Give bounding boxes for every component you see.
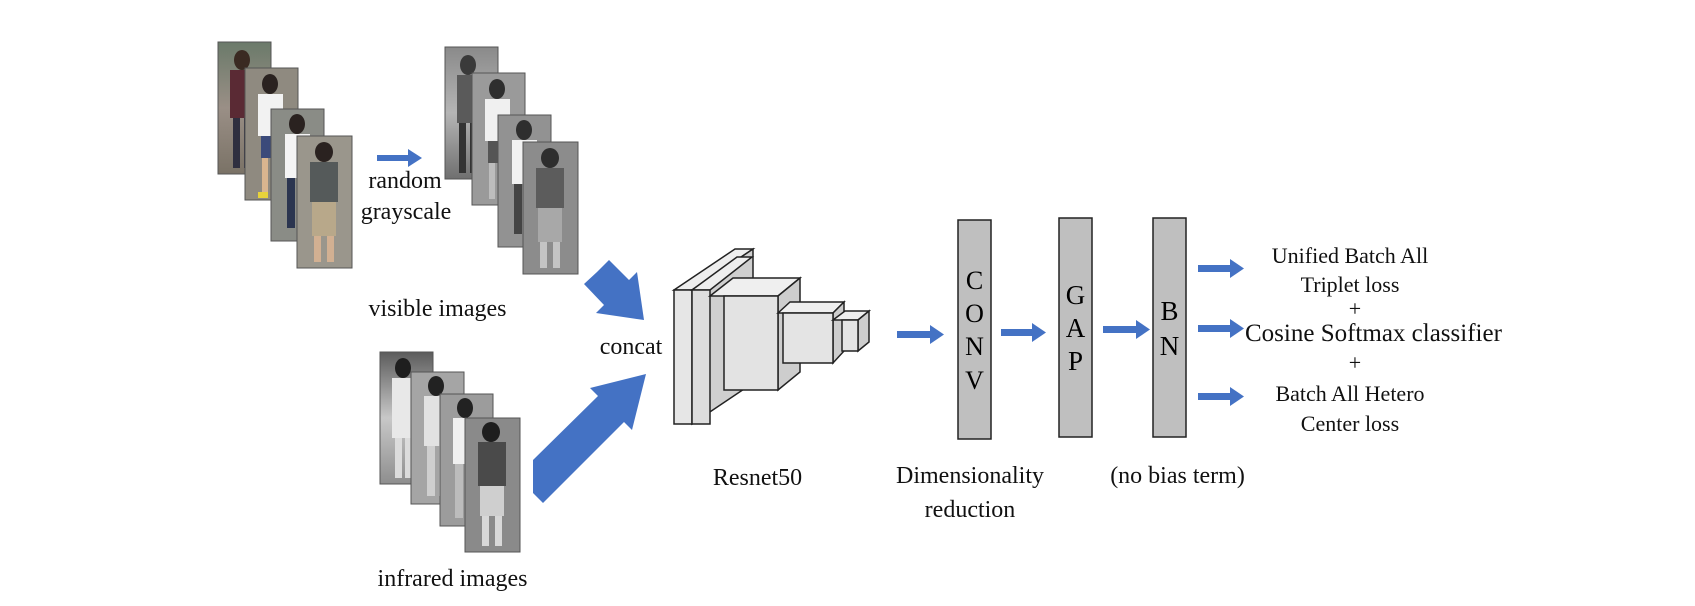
plus-sign-2: + xyxy=(1348,350,1362,375)
dim-reduction-label-1: Dimensionality xyxy=(896,463,1044,489)
bn-letter-b: B xyxy=(1160,296,1178,326)
infrared-to-concat-arrow xyxy=(533,374,646,503)
bn-to-triplet-arrow xyxy=(1198,259,1244,278)
conv-letter-n: N xyxy=(965,332,984,361)
gap-letter-g: G xyxy=(1066,280,1086,310)
infrared-image-stack xyxy=(379,351,521,553)
concat-label: concat xyxy=(599,334,663,360)
hetero-center-loss-label-1: Batch All Hetero xyxy=(1275,381,1425,406)
bn-to-hetero-arrow xyxy=(1198,387,1244,406)
resnet50-block xyxy=(671,247,872,426)
gap-letter-p: P xyxy=(1068,346,1083,376)
grayscale-label: grayscale xyxy=(360,199,452,225)
conv-letter-o: O xyxy=(965,299,984,328)
dim-reduction-label-2: reduction xyxy=(924,497,1016,523)
infrared-photo-4 xyxy=(464,417,521,553)
infrared-images-label: infrared images xyxy=(377,566,528,592)
bn-letter-n: N xyxy=(1160,331,1180,361)
conv-letter-c: C xyxy=(966,266,983,295)
bn-block xyxy=(1152,217,1187,438)
grayscale-image-stack xyxy=(444,46,579,275)
visible-photo-4 xyxy=(296,135,353,269)
no-bias-term-label: (no bias term) xyxy=(1110,463,1245,489)
gap-letter-a: A xyxy=(1066,313,1086,343)
resnet-to-conv-arrow xyxy=(897,325,944,344)
cosine-softmax-label: Cosine Softmax classifier xyxy=(1245,320,1502,347)
random-label: random xyxy=(368,168,442,194)
visible-to-concat-arrow xyxy=(584,260,644,320)
grayscale-photo-4 xyxy=(522,141,579,275)
conv-letter-v: V xyxy=(965,366,984,395)
resnet50-label: Resnet50 xyxy=(712,465,803,491)
plus-sign-1: + xyxy=(1348,296,1362,321)
bn-to-softmax-arrow xyxy=(1198,319,1244,338)
visible-image-stack xyxy=(217,41,353,269)
hetero-center-loss-label-2: Center loss xyxy=(1300,411,1400,436)
gap-block xyxy=(1058,217,1093,438)
gap-to-bn-arrow xyxy=(1103,320,1150,339)
triplet-loss-label-1: Unified Batch All xyxy=(1271,243,1429,268)
grayscale-arrow xyxy=(377,149,422,167)
visible-images-label: visible images xyxy=(368,296,507,322)
conv-block xyxy=(957,219,992,440)
triplet-loss-label-2: Triplet loss xyxy=(1300,272,1400,297)
conv-to-gap-arrow xyxy=(1001,323,1046,342)
